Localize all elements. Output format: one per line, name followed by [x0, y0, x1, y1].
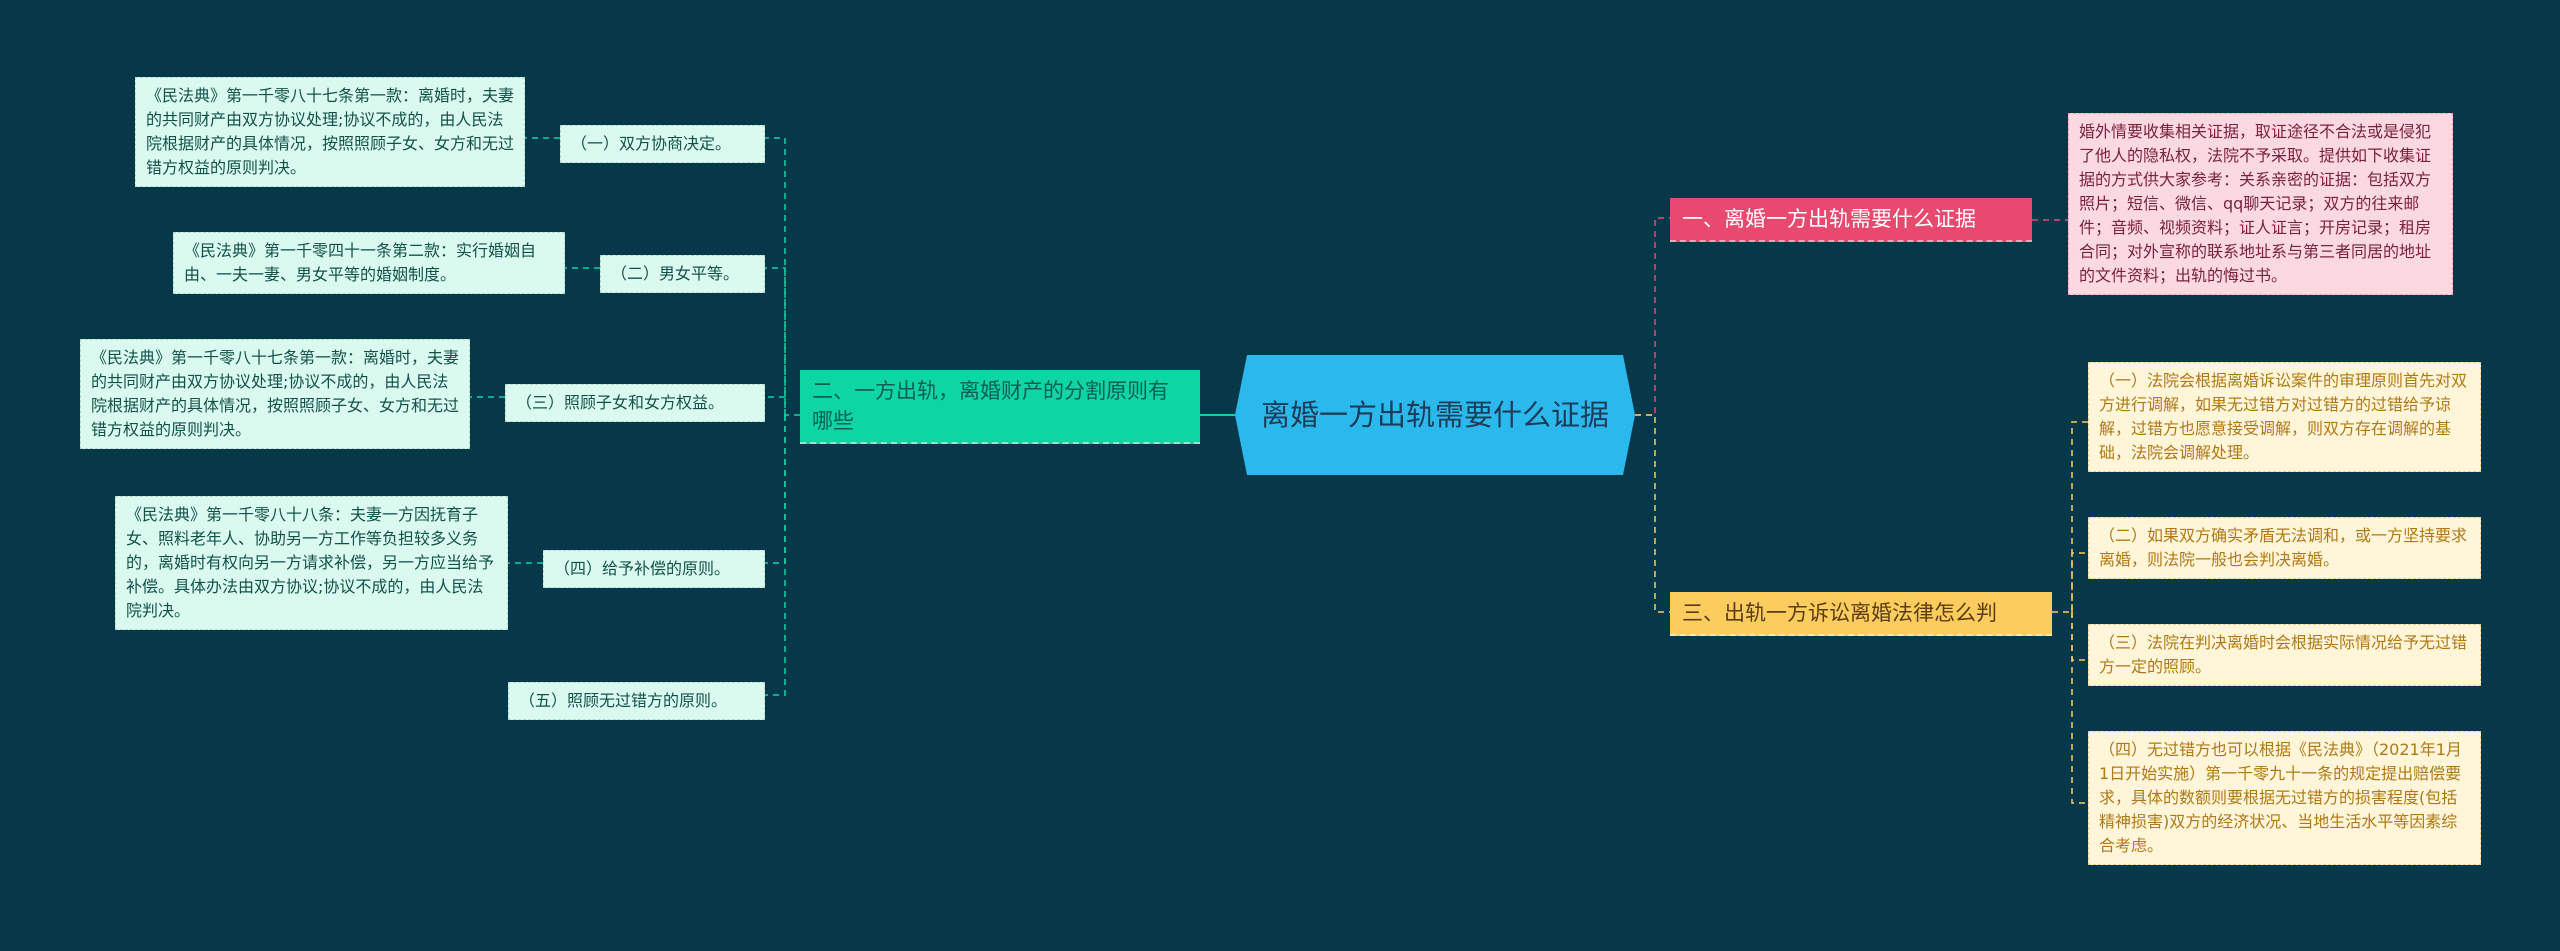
branch-property[interactable]: 二、一方出轨，离婚财产的分割原则有哪些 [800, 370, 1200, 444]
principle-label[interactable]: （三）照顾子女和女方权益。 [505, 384, 765, 422]
principle-label[interactable]: （一）双方协商决定。 [560, 125, 765, 163]
lawsuit-point: （二）如果双方确实矛盾无法调和，或一方坚持要求离婚，则法院一般也会判决离婚。 [2088, 517, 2481, 579]
lawsuit-point: （一）法院会根据离婚诉讼案件的审理原则首先对双方进行调解，如果无过错方对过错方的… [2088, 362, 2481, 472]
branch-evidence[interactable]: 一、离婚一方出轨需要什么证据 [1670, 198, 2032, 242]
principle-note: 《民法典》第一千零八十八条：夫妻一方因抚育子女、照料老年人、协助另一方工作等负担… [115, 496, 508, 630]
evidence-note: 婚外情要收集相关证据，取证途径不合法或是侵犯了他人的隐私权，法院不予采取。提供如… [2068, 113, 2453, 295]
principle-label[interactable]: （五）照顾无过错方的原则。 [508, 682, 765, 720]
principle-label[interactable]: （二）男女平等。 [600, 255, 765, 293]
principle-note: 《民法典》第一千零四十一条第二款：实行婚姻自由、一夫一妻、男女平等的婚姻制度。 [173, 232, 565, 294]
lawsuit-point: （三）法院在判决离婚时会根据实际情况给予无过错方一定的照顾。 [2088, 624, 2481, 686]
branch-lawsuit[interactable]: 三、出轨一方诉讼离婚法律怎么判 [1670, 592, 2052, 636]
principle-label[interactable]: （四）给予补偿的原则。 [543, 550, 765, 588]
principle-note: 《民法典》第一千零八十七条第一款：离婚时，夫妻的共同财产由双方协议处理;协议不成… [135, 77, 525, 187]
principle-note: 《民法典》第一千零八十七条第一款：离婚时，夫妻的共同财产由双方协议处理;协议不成… [80, 339, 470, 449]
lawsuit-point: （四）无过错方也可以根据《民法典》（2021年1月1日开始实施）第一千零九十一条… [2088, 731, 2481, 865]
central-topic[interactable]: 离婚一方出轨需要什么证据 [1235, 355, 1635, 475]
